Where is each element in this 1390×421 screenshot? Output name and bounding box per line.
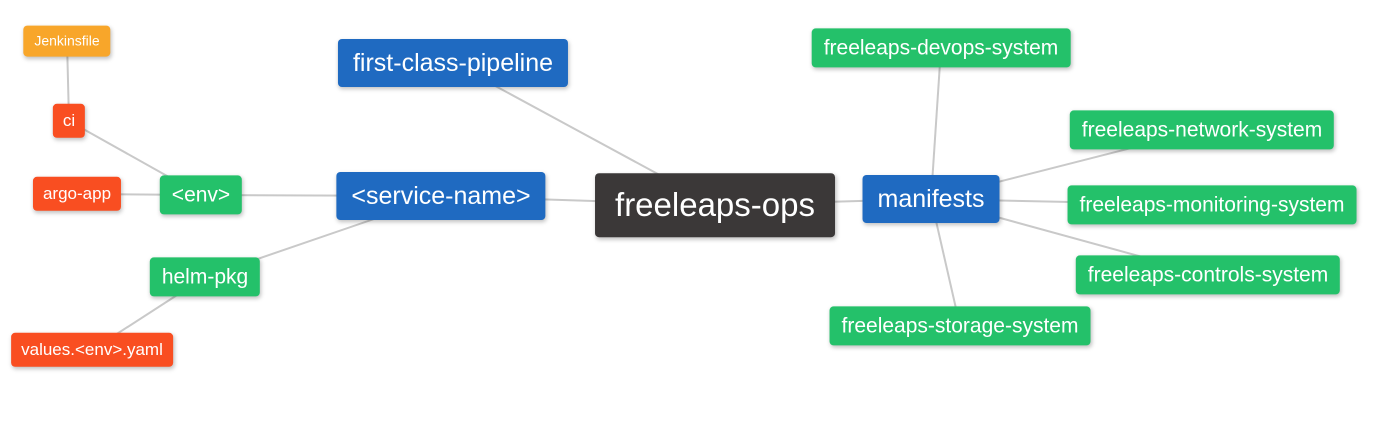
node-helm-pkg[interactable]: helm-pkg [149,257,261,297]
node-jenkinsfile[interactable]: Jenkinsfile [23,25,111,57]
node-service-name[interactable]: <service-name> [336,172,546,220]
node-ci[interactable]: ci [52,103,86,139]
node-argo-app[interactable]: argo-app [32,176,122,212]
node-freeleaps-devops-system[interactable]: freeleaps-devops-system [811,28,1071,68]
node-freeleaps-ops[interactable]: freeleaps-ops [595,173,835,237]
node-env[interactable]: <env> [159,175,243,215]
edge-manifests-freeleaps-devops-system [930,47,942,200]
node-freeleaps-network-system[interactable]: freeleaps-network-system [1069,110,1335,150]
node-manifests[interactable]: manifests [862,175,1000,223]
node-freeleaps-controls-system[interactable]: freeleaps-controls-system [1075,255,1341,295]
node-first-class-pipeline[interactable]: first-class-pipeline [337,39,569,87]
node-values-env-yaml[interactable]: values.<env>.yaml [11,332,173,368]
node-freeleaps-monitoring-system[interactable]: freeleaps-monitoring-system [1067,185,1357,225]
node-freeleaps-storage-system[interactable]: freeleaps-storage-system [829,306,1091,346]
